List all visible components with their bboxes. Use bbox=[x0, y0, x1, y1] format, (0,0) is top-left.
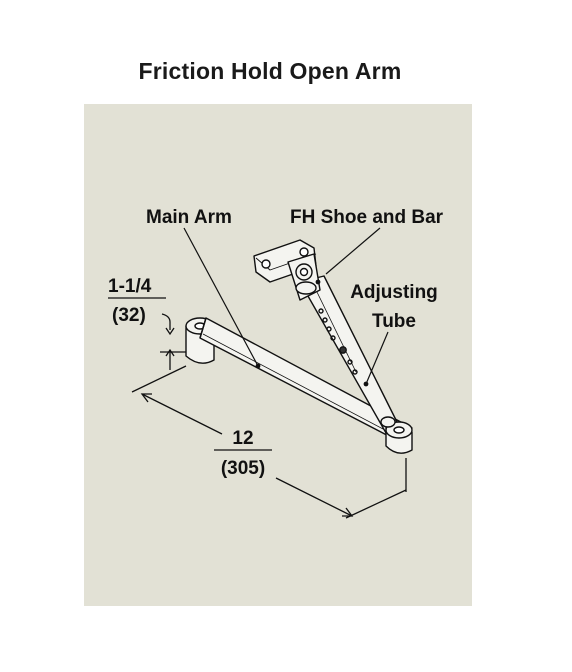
height-dimension-mm: (32) bbox=[112, 305, 146, 326]
main-arm-label: Main Arm bbox=[146, 207, 232, 228]
length-arrow-left bbox=[140, 393, 152, 403]
length-extension-left bbox=[131, 365, 187, 393]
callout-leaders bbox=[183, 227, 389, 385]
fh-shoe-assembly bbox=[253, 239, 321, 301]
elbow-joint bbox=[380, 416, 413, 454]
length-dim-line-right bbox=[275, 477, 353, 517]
arm-drawing bbox=[185, 239, 413, 454]
fh-shoe-leader bbox=[325, 227, 381, 275]
adjusting-tube-label-line2: Tube bbox=[372, 311, 416, 332]
diagram-background-panel bbox=[84, 104, 472, 606]
length-dimension-inches: 12 bbox=[232, 428, 253, 449]
adjusting-tube-label-line1: Adjusting bbox=[350, 282, 438, 303]
height-dimension-inches: 1-1/4 bbox=[108, 276, 152, 297]
length-dim-line-left bbox=[141, 393, 223, 435]
main-arm-leader-dot bbox=[255, 363, 261, 369]
height-arrow-bottom bbox=[165, 348, 175, 357]
adjusting-tube-leader bbox=[365, 331, 389, 385]
diagram-title: Friction Hold Open Arm bbox=[138, 58, 402, 84]
height-arrow-top bbox=[165, 327, 175, 336]
length-dimension bbox=[131, 365, 407, 519]
main-arm-leader bbox=[183, 227, 259, 367]
adjusting-tube-leader-dot bbox=[363, 381, 369, 387]
fh-shoe-leader-dot bbox=[315, 279, 321, 285]
height-leader-top bbox=[161, 313, 171, 330]
length-extension-right-diag bbox=[345, 489, 407, 519]
length-dimension-mm: (305) bbox=[221, 458, 265, 479]
fh-shoe-and-bar-label: FH Shoe and Bar bbox=[290, 207, 444, 228]
main-arm-bar bbox=[199, 317, 413, 445]
height-dimension bbox=[108, 297, 186, 370]
length-arrow-right bbox=[342, 507, 354, 517]
